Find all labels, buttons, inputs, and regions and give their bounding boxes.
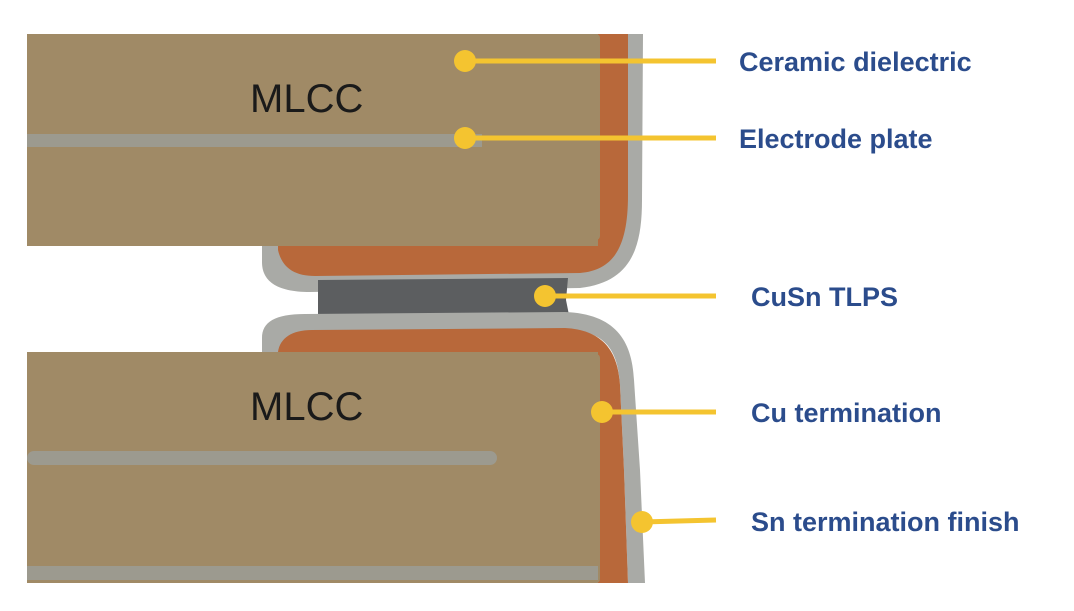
ceramic-dielectric-label: Ceramic dielectric — [739, 47, 972, 77]
top-sn-finish — [262, 34, 643, 292]
bottom-base-electrode — [27, 566, 598, 580]
bottom-electrode-plate — [27, 451, 497, 465]
bottom-ceramic-corner — [560, 354, 600, 583]
electrode-plate-label: Electrode plate — [739, 124, 933, 154]
callout-electrode-plate: Electrode plate — [454, 124, 933, 154]
top-cu-termination — [278, 34, 628, 276]
top-electrode-plate — [27, 134, 482, 147]
bottom-sn-finish — [262, 312, 645, 583]
cu-termination-label: Cu termination — [751, 398, 942, 428]
callout-sn-termination-finish: Sn termination finish — [631, 507, 1020, 537]
callout-cusn-tlps: CuSn TLPS — [534, 282, 898, 312]
bottom-mlcc-label: MLCC — [250, 385, 363, 429]
bottom-ceramic-body — [27, 352, 598, 583]
top-mlcc-label: MLCC — [250, 77, 363, 121]
callout-ceramic-dielectric: Ceramic dielectric — [454, 47, 972, 77]
cusn-tlps-label: CuSn TLPS — [751, 282, 898, 312]
callout-cu-termination: Cu termination — [591, 398, 942, 428]
sn-termination-finish-label: Sn termination finish — [751, 507, 1020, 537]
